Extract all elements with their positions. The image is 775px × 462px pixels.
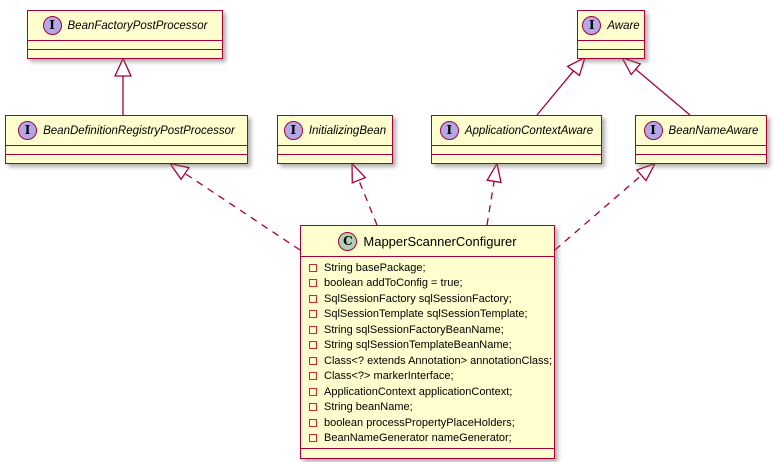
extends-edge-bna-to-aware	[635, 68, 691, 116]
class-field: String beanName;	[301, 400, 554, 416]
fields-compartment	[6, 145, 247, 154]
class-field: ApplicationContext applicationContext;	[301, 384, 554, 400]
methods-compartment	[278, 154, 392, 163]
fields-compartment	[636, 145, 766, 154]
interface-name: InitializingBean	[308, 124, 387, 137]
interface-header: I Aware	[578, 11, 644, 40]
field-square-icon	[309, 356, 317, 365]
fields-compartment	[278, 145, 392, 154]
field-text: boolean processPropertyPlaceHolders;	[324, 416, 515, 429]
interface-box-application-context-aware: I ApplicationContextAware	[431, 115, 602, 164]
class-field: boolean processPropertyPlaceHolders;	[301, 415, 554, 431]
implements-arrowhead-initializingbean	[351, 161, 367, 184]
class-name: MapperScannerConfigurer	[363, 233, 517, 249]
interface-icon: I	[643, 121, 663, 140]
implements-arrowhead-bna	[635, 162, 657, 182]
interface-name: BeanNameAware	[668, 124, 759, 137]
field-text: SqlSessionTemplate sqlSessionTemplate;	[324, 308, 528, 321]
field-square-icon	[309, 279, 317, 288]
fields-compartment	[432, 145, 601, 154]
fields-compartment	[578, 40, 644, 49]
interface-box-bean-factory-post-processor: I BeanFactoryPostProcessor	[27, 10, 223, 59]
class-field: SqlSessionFactory sqlSessionFactory;	[301, 291, 554, 307]
implements-edge-msc-to-initializingbean	[358, 179, 378, 226]
interface-icon: I	[439, 121, 459, 140]
interface-name: BeanDefinitionRegistryPostProcessor	[43, 124, 235, 137]
class-field: BeanNameGenerator nameGenerator;	[301, 431, 554, 447]
interface-header: I ApplicationContextAware	[432, 116, 601, 145]
implements-arrowhead-aca	[486, 161, 502, 184]
interface-name: Aware	[607, 19, 640, 32]
implements-edge-msc-to-aca	[486, 181, 495, 226]
interface-box-bean-name-aware: I BeanNameAware	[635, 115, 767, 164]
extends-arrowhead-aware-left	[566, 56, 587, 77]
class-field: String basePackage;	[301, 260, 554, 276]
methods-compartment	[578, 49, 644, 58]
interface-name: ApplicationContextAware	[464, 124, 594, 137]
methods-compartment	[6, 154, 247, 163]
field-text: String beanName;	[324, 401, 413, 414]
class-box-mapper-scanner-configurer: C MapperScannerConfigurer String basePac…	[300, 225, 555, 459]
field-text: boolean addToConfig = true;	[324, 277, 463, 290]
field-square-icon	[309, 263, 317, 272]
methods-compartment	[636, 154, 766, 163]
field-text: String sqlSessionFactoryBeanName;	[324, 323, 504, 336]
implements-arrowhead-bdrpp	[168, 162, 190, 181]
implements-edge-msc-to-bna	[554, 174, 642, 251]
class-field: Class<? extends Annotation> annotationCl…	[301, 353, 554, 369]
field-text: ApplicationContext applicationContext;	[324, 385, 513, 398]
methods-compartment	[301, 448, 554, 458]
field-text: String sqlSessionTemplateBeanName;	[324, 339, 512, 352]
interface-box-aware: I Aware	[577, 10, 645, 59]
field-square-icon	[309, 372, 317, 381]
interface-header: I InitializingBean	[278, 116, 392, 145]
field-text: Class<? extends Annotation> annotationCl…	[324, 354, 553, 367]
field-square-icon	[309, 325, 317, 334]
methods-compartment	[432, 154, 601, 163]
field-square-icon	[309, 310, 317, 319]
class-field: boolean addToConfig = true;	[301, 276, 554, 292]
field-text: String basePackage;	[324, 261, 426, 274]
interface-box-bean-definition-registry-post-processor: I BeanDefinitionRegistryPostProcessor	[5, 115, 248, 164]
class-field: String sqlSessionTemplateBeanName;	[301, 338, 554, 354]
class-icon: C	[338, 231, 358, 251]
interface-icon: I	[18, 121, 38, 140]
field-text: Class<?> markerInterface;	[324, 370, 454, 383]
interface-box-initializing-bean: I InitializingBean	[277, 115, 393, 164]
field-text: SqlSessionFactory sqlSessionFactory;	[324, 292, 512, 305]
field-square-icon	[309, 434, 317, 443]
field-square-icon	[309, 341, 317, 350]
fields-compartment	[28, 40, 222, 49]
interface-name: BeanFactoryPostProcessor	[67, 19, 208, 32]
field-square-icon	[309, 403, 317, 412]
fields-compartment: String basePackage; boolean addToConfig …	[301, 256, 554, 448]
methods-compartment	[28, 49, 222, 58]
interface-header: I BeanDefinitionRegistryPostProcessor	[6, 116, 247, 145]
field-square-icon	[309, 418, 317, 427]
class-field: Class<?> markerInterface;	[301, 369, 554, 385]
interface-icon: I	[582, 16, 602, 35]
field-square-icon	[309, 387, 317, 396]
interface-header: I BeanNameAware	[636, 116, 766, 145]
extends-arrowhead-bfpp	[113, 56, 133, 77]
class-field: SqlSessionTemplate sqlSessionTemplate;	[301, 307, 554, 323]
extends-arrowhead-aware-right	[620, 56, 642, 76]
interface-icon: I	[42, 16, 62, 35]
class-header: C MapperScannerConfigurer	[301, 226, 554, 256]
extends-edge-aca-to-aware	[536, 70, 575, 116]
interface-icon: I	[283, 121, 303, 140]
field-text: BeanNameGenerator nameGenerator;	[324, 432, 512, 445]
implements-edge-msc-to-bdrpp	[184, 172, 301, 251]
interface-header: I BeanFactoryPostProcessor	[28, 11, 222, 40]
class-field: String sqlSessionFactoryBeanName;	[301, 322, 554, 338]
field-square-icon	[309, 294, 317, 303]
